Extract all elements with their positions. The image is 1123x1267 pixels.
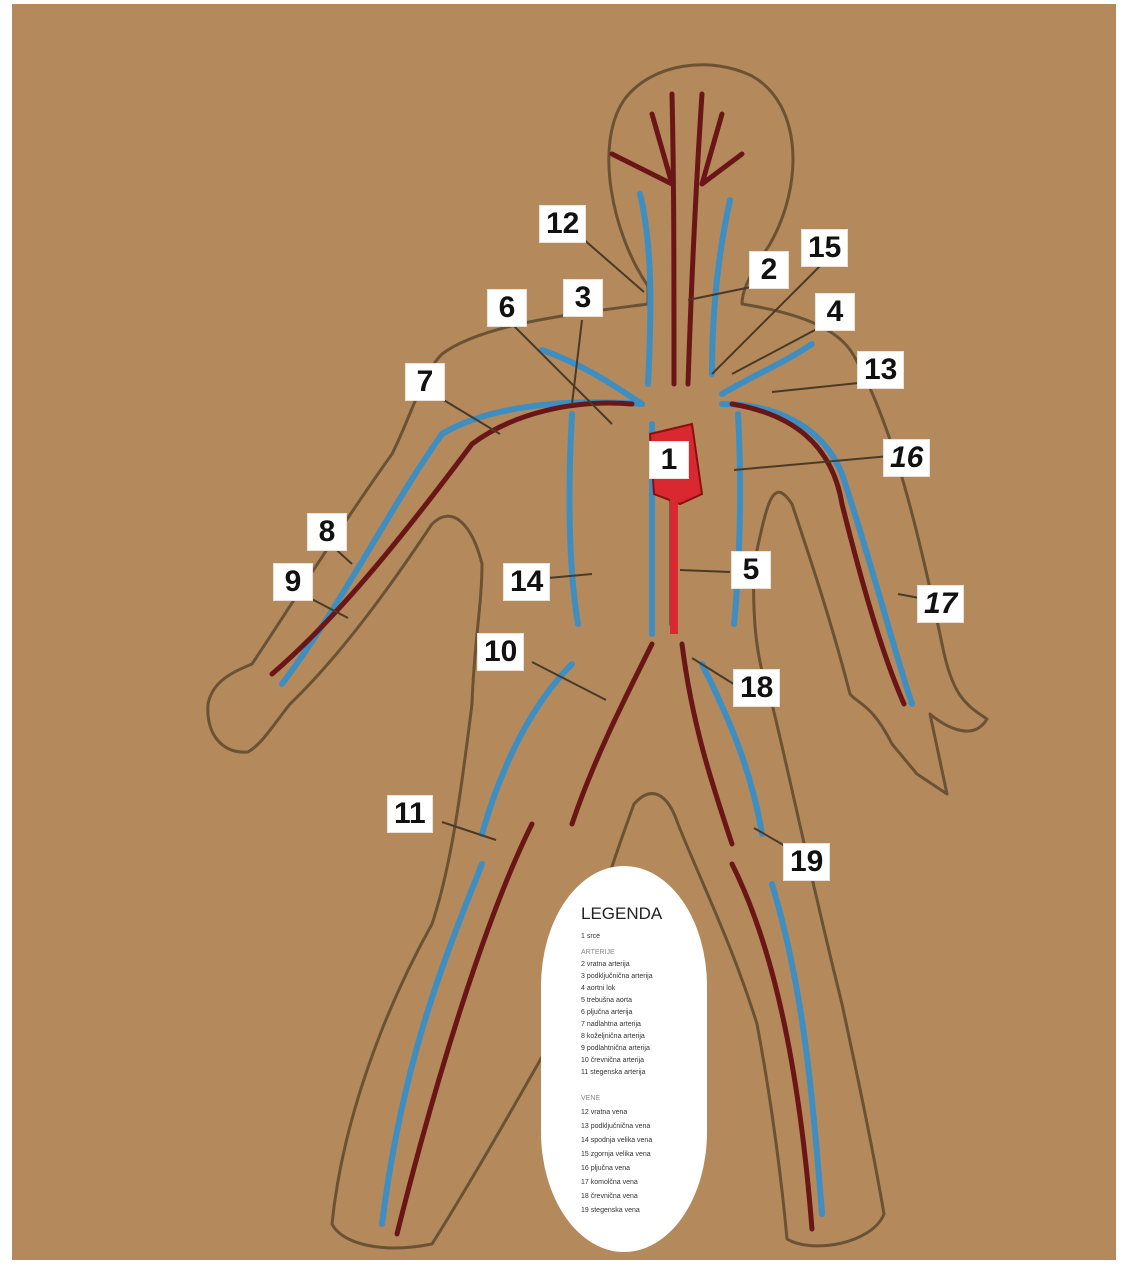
jugular-vein-right — [712, 200, 730, 374]
subclavian-vein-left — [542, 350, 642, 404]
legend-line: 16 pljučna vena — [581, 1164, 630, 1173]
legend-line: 17 komolčna vena — [581, 1178, 638, 1187]
label-12: 12 — [540, 206, 585, 242]
legend-line: 5 trebušna aorta — [581, 996, 632, 1005]
legend-line: 6 pljučna arterija — [581, 1008, 632, 1017]
carotid-artery-right — [688, 94, 702, 384]
legend-line: 7 nadlahtna arterija — [581, 1020, 641, 1029]
label-8: 8 — [308, 514, 346, 550]
abdominal-vein-left — [570, 414, 578, 624]
pointer-11 — [442, 822, 496, 840]
legend-line: 15 zgornja velika vena — [581, 1150, 651, 1159]
label-5: 5 — [732, 552, 770, 588]
label-2: 2 — [750, 252, 788, 288]
label-3: 3 — [564, 280, 602, 316]
legend-line: 19 stegenska vena — [581, 1206, 640, 1215]
label-11: 11 — [388, 796, 432, 832]
legend-line: 14 spodnja velika vena — [581, 1136, 652, 1145]
hip-vein-left — [482, 664, 572, 834]
label-6: 6 — [488, 290, 526, 326]
legend-line: 11 stegenska arterija — [581, 1068, 645, 1077]
legend-line: 1 srce — [581, 932, 600, 941]
cardboard-board: 12 2 15 6 3 4 13 7 1 16 8 9 14 5 17 10 1… — [12, 4, 1116, 1260]
legend-line: 12 vratna vena — [581, 1108, 627, 1117]
label-4: 4 — [816, 294, 854, 330]
legend-line: 3 podključnična arterija — [581, 972, 653, 981]
legend-heading-veins: VENE — [581, 1094, 600, 1103]
carotid-artery-left — [672, 94, 674, 384]
label-14: 14 — [504, 564, 549, 600]
leg-vein-left — [382, 864, 482, 1224]
label-7: 7 — [406, 364, 444, 400]
pointer-2 — [688, 286, 756, 300]
pointer-18 — [692, 658, 740, 688]
head-artery-branch-left — [612, 114, 672, 184]
label-13: 13 — [858, 352, 903, 388]
legend-line: 2 vratna arterija — [581, 960, 630, 969]
leg-artery-left — [397, 824, 532, 1234]
label-15: 15 — [802, 230, 847, 266]
head-artery-branch-right — [702, 114, 742, 184]
legend-line: 9 podlahtnična arterija — [581, 1044, 650, 1053]
pointer-5 — [680, 570, 730, 572]
pointer-16 — [734, 456, 890, 470]
legend-line: 10 črevnična arterija — [581, 1056, 644, 1065]
label-16: 16 — [884, 440, 929, 476]
legend-heading-arteries: ARTERIJE — [581, 948, 615, 957]
label-9: 9 — [274, 564, 312, 600]
abdominal-vein-right — [734, 414, 740, 624]
legend-line: 18 črevnična vena — [581, 1192, 638, 1201]
label-10: 10 — [478, 634, 523, 670]
label-19: 19 — [784, 844, 829, 880]
legend-card: LEGENDA 1 srce ARTERIJE 2 vratna arterij… — [541, 866, 707, 1252]
legend-line: 13 podključnična vena — [581, 1122, 650, 1131]
label-18: 18 — [734, 670, 779, 706]
legend-line: 8 koželjnična arterija — [581, 1032, 645, 1041]
pointer-13 — [772, 382, 868, 392]
label-1: 1 — [650, 442, 688, 478]
label-17: 17 — [918, 586, 963, 622]
leg-artery-right — [732, 864, 812, 1229]
legend-title: LEGENDA — [581, 904, 662, 924]
legend-line: 4 aortni lok — [581, 984, 615, 993]
